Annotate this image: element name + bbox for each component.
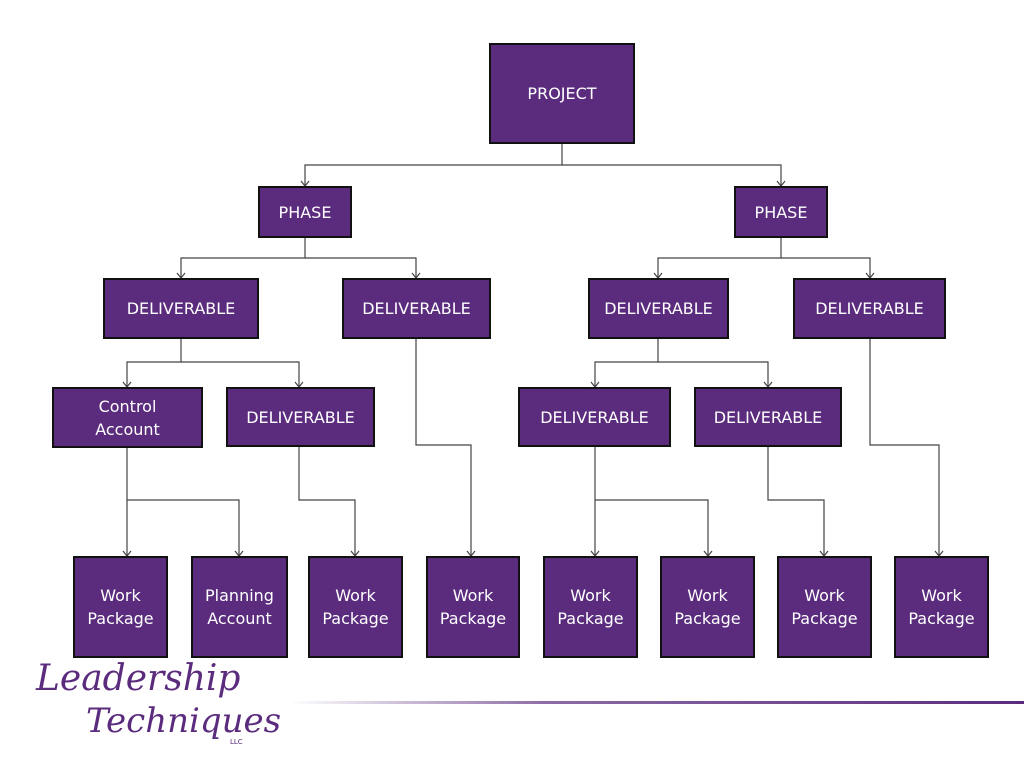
connector-phase-right-deliv-r1 [653,238,782,279]
logo-line2: Techniques [86,701,281,741]
connector-deliv-r1-deliv-r1b [658,361,773,388]
node-label: DELIVERABLE [815,299,924,318]
node-phase-left: PHASE [258,186,352,238]
node-label: Control Account [95,396,160,439]
connector-deliv-r2-wp8 [869,339,944,557]
logo-line1: Leadership [35,658,240,699]
node-deliverable-r2: DELIVERABLE [793,278,946,339]
node-label: Work Package [439,586,507,628]
node-label: Work Package [908,586,975,628]
connector-deliv-r1a-wp6 [595,499,713,557]
connector-project-phase-right [562,164,786,187]
connector-deliv-l2-wp4 [415,339,476,557]
logo-suffix: LLC [230,738,243,746]
node-label: Work Package [791,586,858,628]
node-label: DELIVERABLE [713,407,823,427]
connector-phase-left-deliv-l2 [305,257,421,279]
node-label: Work Package [87,586,154,628]
node-label: Planning Account [205,586,274,628]
node-label: Work Package [674,586,741,628]
node-label: DELIVERABLE [126,299,236,318]
node-work-package-1: Work Package [73,556,168,658]
node-work-package-8: Work Package [894,556,989,658]
leadership-techniques-logo: Leadership Techniques LLC [35,658,281,746]
node-label: DELIVERABLE [362,299,471,318]
footer-accent-line [290,701,1024,704]
connector-control-account-planning [127,499,244,557]
node-work-package-6: Work Package [660,556,755,658]
connector-deliv-l1-control-account [122,339,182,388]
node-deliverable-l1: DELIVERABLE [103,278,259,339]
node-label: DELIVERABLE [246,407,355,427]
node-deliverable-r1a: DELIVERABLE [518,387,671,447]
node-label: Work Package [557,586,624,628]
node-label: PHASE [754,202,808,222]
node-project: PROJECT [489,43,635,144]
node-deliverable-r1b: DELIVERABLE [694,387,842,447]
node-deliverable-l2: DELIVERABLE [342,278,491,339]
node-phase-right: PHASE [734,186,828,238]
connector-deliv-r1b-wp7 [767,447,829,557]
node-deliverable-l1b: DELIVERABLE [226,387,375,447]
node-label: PHASE [278,202,332,222]
node-work-package-4: Work Package [426,556,520,658]
connector-project-phase-left [300,144,563,187]
connector-phase-right-deliv-r2 [781,257,875,279]
connector-deliv-l1-deliv-l1b [181,361,304,388]
node-deliverable-r1: DELIVERABLE [588,278,729,339]
node-label: DELIVERABLE [540,407,649,427]
connector-deliv-l1b-wp3 [298,447,360,557]
node-label: DELIVERABLE [604,299,713,318]
node-label: Work Package [322,586,389,628]
node-work-package-7: Work Package [777,556,872,658]
node-work-package-3: Work Package [308,556,403,658]
node-planning-account: Planning Account [191,556,288,658]
node-label: PROJECT [527,84,597,103]
connector-phase-left-deliv-l1 [176,238,306,279]
connector-deliv-r1-deliv-r1a [590,339,659,388]
node-work-package-5: Work Package [543,556,638,658]
node-control-account: Control Account [52,387,203,448]
